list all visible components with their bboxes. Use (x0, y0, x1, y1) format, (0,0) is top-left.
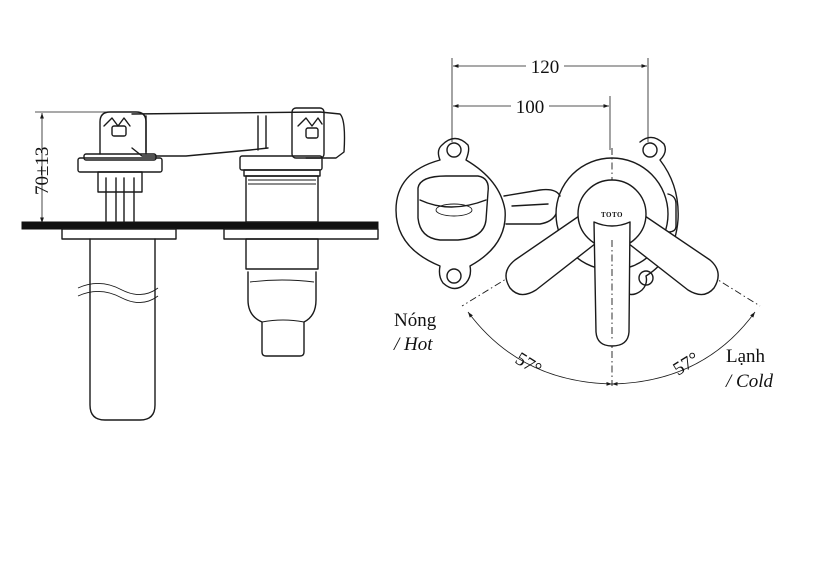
spout-base-plate (395, 137, 506, 290)
angle-right-label: 57° (670, 348, 704, 380)
connector-pipe (503, 188, 561, 225)
height-dimension: 70±13 (32, 111, 118, 225)
angle-left-label: 57° (511, 348, 545, 380)
handle-cold-position (623, 213, 719, 296)
dimension-100: 100 (453, 96, 611, 150)
spout-arm (131, 107, 346, 159)
right-spout-body (223, 155, 379, 357)
dimension-100-label: 100 (516, 97, 545, 118)
counter-plate (21, 221, 379, 230)
side-view: 70±13 (21, 107, 379, 421)
hot-label-en: / Hot (393, 334, 433, 355)
height-dimension-label: 70±13 (32, 147, 53, 195)
cold-label-en: / Cold (725, 371, 773, 392)
top-view: 120 100 (393, 56, 773, 392)
dimension-120-label: 120 (531, 57, 560, 78)
cold-label-vi: Lạnh (726, 346, 766, 367)
hot-label-vi: Nóng (394, 310, 437, 331)
left-valve-body (61, 111, 177, 421)
handle-hot-position (505, 213, 601, 296)
brand-logo: TOTO (601, 211, 623, 219)
dimension-120: 120 (451, 56, 649, 142)
